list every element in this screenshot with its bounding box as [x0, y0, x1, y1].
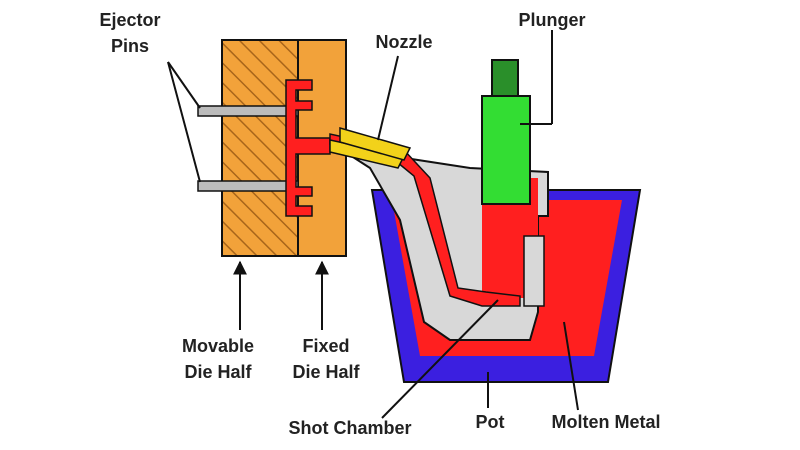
nozzle-leader [377, 55, 399, 141]
molten-metal-leader [563, 321, 579, 411]
shot-chamber-leader [381, 299, 499, 419]
label-fixed-die-2: Die Half [292, 362, 360, 382]
label-ejector-pins-1: Ejector [99, 10, 160, 30]
ejector-pins-leader-1 [167, 61, 201, 109]
label-shot-chamber: Shot Chamber [288, 418, 411, 438]
label-nozzle: Nozzle [375, 32, 432, 52]
ejector-pin-upper [197, 105, 299, 117]
ejector-pin-lower [197, 180, 299, 192]
label-pot: Pot [476, 412, 505, 432]
label-ejector-pins-2: Pins [111, 36, 149, 56]
label-movable-die-1: Movable [182, 336, 254, 356]
plunger-body [481, 95, 531, 205]
die-cavity [285, 79, 331, 217]
label-movable-die-2: Die Half [184, 362, 252, 382]
plunger-rod [491, 59, 519, 101]
shot-chamber-inlet [523, 235, 545, 307]
nozzle-outer [339, 127, 412, 161]
ejector-pins-leader-2 [167, 61, 201, 183]
label-fixed-die-1: Fixed [302, 336, 349, 356]
label-plunger: Plunger [518, 10, 585, 30]
label-molten-metal: Molten Metal [551, 412, 660, 432]
